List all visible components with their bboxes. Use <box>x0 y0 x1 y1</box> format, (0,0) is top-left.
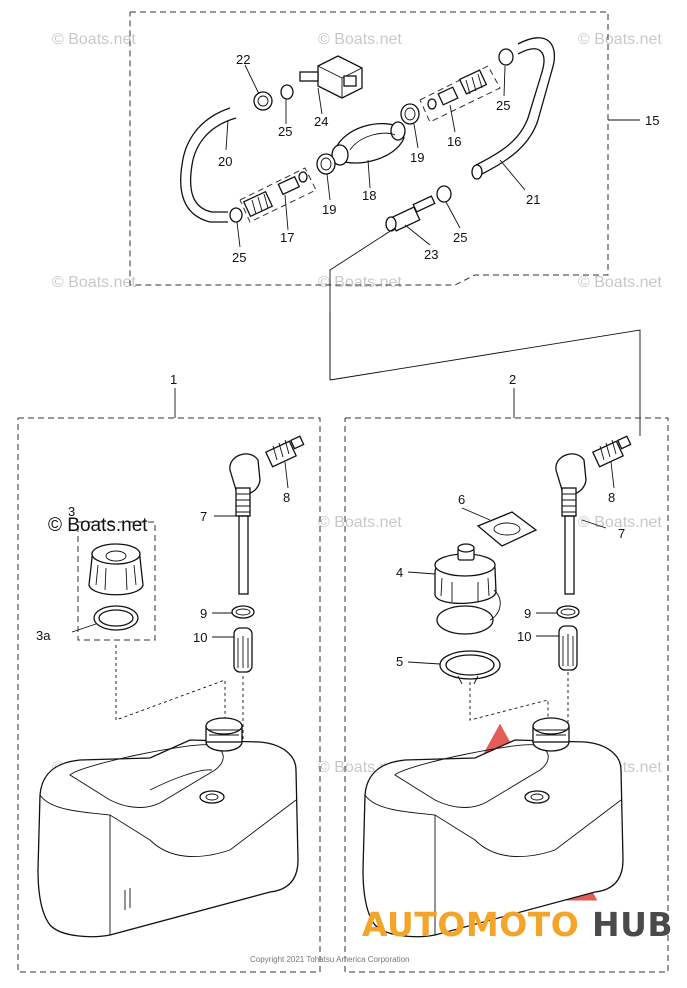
callout-3a: 3a <box>36 628 51 643</box>
callout-23: 23 <box>424 247 438 262</box>
callout-22: 22 <box>236 52 250 67</box>
watermark-dark: © Boats.net <box>48 515 148 536</box>
fuel-tank-right <box>362 717 624 938</box>
watermark: © Boats.net <box>52 31 136 48</box>
callout-2: 2 <box>509 372 516 387</box>
fitting-8-right <box>591 435 632 468</box>
callout-17: 17 <box>280 230 294 245</box>
fitting-23 <box>385 195 436 232</box>
callout-21: 21 <box>526 192 540 207</box>
callout-9: 9 <box>524 606 531 621</box>
watermark: © Boats.net <box>318 514 402 531</box>
watermark: © Boats.net <box>578 31 662 48</box>
callout-8: 8 <box>608 490 615 505</box>
callout-labels: 22 25 24 20 25 17 18 19 19 16 25 15 21 2… <box>36 52 659 669</box>
callout-8: 8 <box>283 490 290 505</box>
watermark: © Boats.net <box>318 31 402 48</box>
primer-bulb-18 <box>331 121 406 166</box>
brand-part1: AUTOMOTO <box>362 905 579 944</box>
callout-6: 6 <box>458 492 465 507</box>
brand-wordmark: AUTOMOTO HUB <box>362 905 673 944</box>
callout-25: 25 <box>278 124 292 139</box>
fitting-8-left <box>264 435 305 468</box>
callout-25: 25 <box>232 250 246 265</box>
fuel-line-assembly <box>129 11 640 286</box>
pickup-tube-7-right <box>555 453 587 595</box>
label-6 <box>476 511 538 547</box>
connector-24 <box>299 55 363 99</box>
filter-10-right <box>558 625 578 671</box>
callout-19: 19 <box>322 202 336 217</box>
check-valve-17 <box>229 167 317 223</box>
filter-10-left <box>233 627 253 673</box>
callout-25: 25 <box>453 230 467 245</box>
callout-20: 20 <box>218 154 232 169</box>
callout-3: 3 <box>68 504 75 519</box>
callout-25: 25 <box>496 98 510 113</box>
tank-cap-3 <box>88 543 144 596</box>
check-valve-16 <box>419 65 501 123</box>
connection-lines <box>329 227 641 436</box>
callout-19: 19 <box>410 150 424 165</box>
tank-assembly-1 <box>17 388 321 973</box>
watermark: © Boats.net <box>52 274 136 291</box>
pickup-tube-7-left <box>229 453 261 595</box>
callout-4: 4 <box>396 565 403 580</box>
callout-18: 18 <box>362 188 376 203</box>
callout-1: 1 <box>170 372 177 387</box>
callout-24: 24 <box>314 114 328 129</box>
tank-assembly-2 <box>344 388 669 973</box>
copyright-notice: Copyright 2021 Tohatsu America Corporati… <box>250 955 410 964</box>
callout-7: 7 <box>618 526 625 541</box>
watermark: © Boats.net <box>318 274 402 291</box>
callout-15: 15 <box>645 113 659 128</box>
callout-10: 10 <box>517 629 531 644</box>
retainer-ring-5 <box>439 650 501 685</box>
callout-9: 9 <box>200 606 207 621</box>
tank-cap-4 <box>434 543 501 635</box>
brand-part2: HUB <box>592 905 673 944</box>
callout-7: 7 <box>200 509 207 524</box>
callout-16: 16 <box>447 134 461 149</box>
watermark: © Boats.net <box>578 274 662 291</box>
watermark: © Boats.net <box>578 514 662 531</box>
callout-10: 10 <box>193 630 207 645</box>
fuel-tank-left <box>37 717 299 938</box>
callout-5: 5 <box>396 654 403 669</box>
